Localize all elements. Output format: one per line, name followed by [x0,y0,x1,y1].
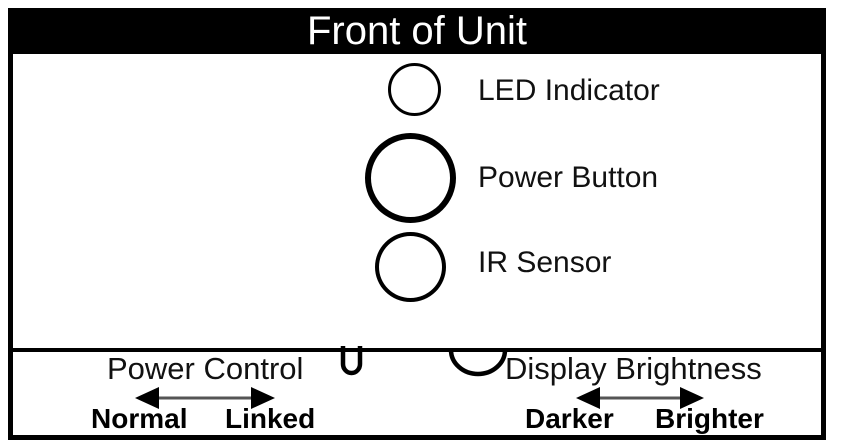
semicircle-cutout-icon [438,346,518,389]
u-slot-cutout-icon [329,346,369,389]
section-divider [13,348,821,352]
power-button-label: Power Button [478,161,659,194]
ir-sensor-label: IR Sensor [478,246,612,279]
led-indicator-label: LED Indicator [478,74,660,107]
double-headed-arrow-icon [576,387,704,414]
double-headed-arrow-icon [135,387,275,414]
display-brightness-high-label: Brighter [655,403,764,434]
circle-outline-icon [375,232,446,302]
power-control-title: Power Control [107,351,304,386]
panel-title-bar: Front of Unit [8,8,826,54]
front-face-area: LED Indicator Power Button IR Sensor [13,54,821,350]
power-control-high-label: Linked [225,403,316,434]
power-control-low-label: Normal [91,403,188,434]
display-brightness-low-label: Darker [525,403,614,434]
circle-outline-icon [388,63,441,116]
panel-title: Front of Unit [306,9,528,53]
circle-outline-icon[interactable] [365,133,456,223]
display-brightness-title: Display Brightness [505,351,762,386]
control-strip: Power Control Normal Linked Display Brig… [13,346,821,435]
